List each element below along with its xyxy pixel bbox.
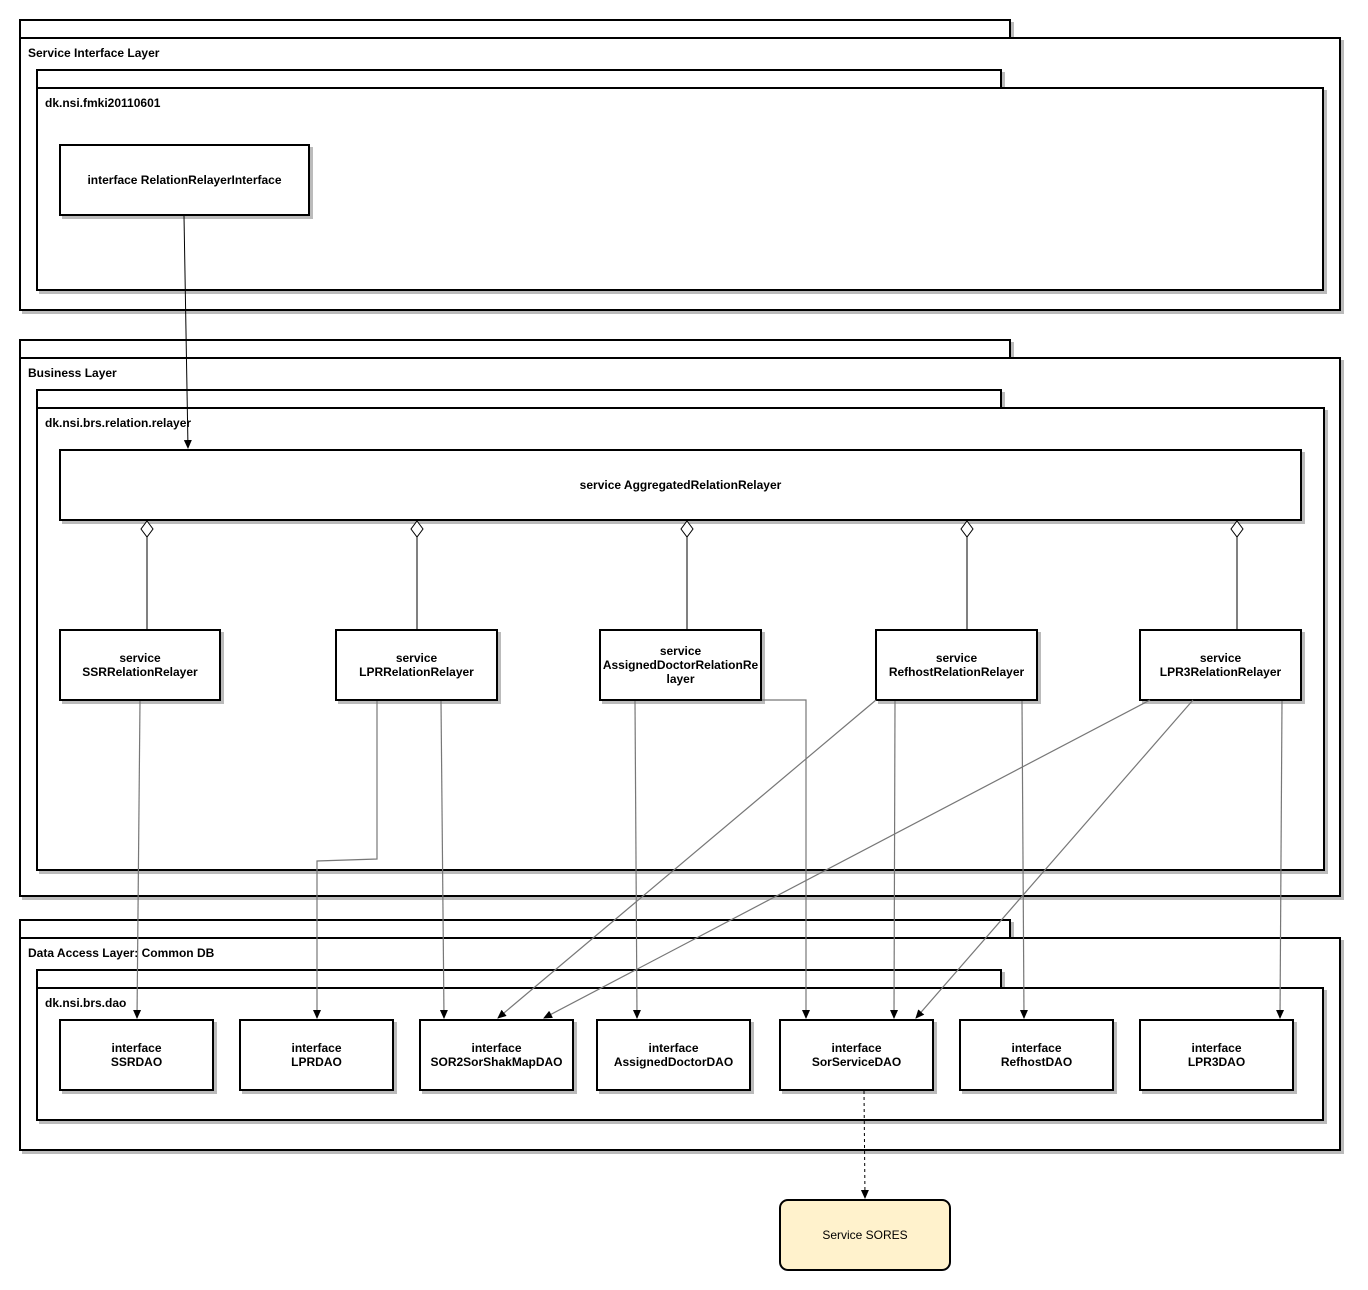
relation-relayer-interface-box[interactable]: interface RelationRelayerInterface	[59, 144, 310, 216]
assigned-doctor-relation-relayer-box[interactable]: service AssignedDoctorRelationRe layer	[599, 629, 762, 701]
class-name-continued: layer	[666, 672, 695, 686]
lpr3-relation-relayer-box[interactable]: service LPR3RelationRelayer	[1139, 629, 1302, 701]
data-access-layer-tab	[19, 919, 1011, 939]
class-stereotype: interface	[648, 1041, 699, 1055]
data-access-layer-label: Data Access Layer: Common DB	[28, 946, 215, 960]
class-name: SSRDAO	[110, 1055, 163, 1069]
refhost-dao-box[interactable]: interface RefhostDAO	[959, 1019, 1114, 1091]
class-stereotype: interface	[1191, 1041, 1242, 1055]
class-stereotype: service	[395, 651, 438, 665]
class-stereotype: service	[935, 651, 978, 665]
class-stereotype: service	[659, 644, 702, 658]
class-stereotype: interface	[471, 1041, 522, 1055]
class-stereotype: service	[1199, 651, 1242, 665]
class-name: SorServiceDAO	[811, 1055, 902, 1069]
fmki-package-tab	[36, 69, 1002, 89]
class-name: LPRDAO	[291, 1055, 342, 1069]
aggregated-relation-relayer-box[interactable]: service AggregatedRelationRelayer	[59, 449, 1302, 521]
class-name: LPRRelationRelayer	[359, 665, 474, 679]
class-stereotype: interface	[291, 1041, 342, 1055]
service-interface-layer-label: Service Interface Layer	[28, 46, 160, 60]
class-name: RefhostRelationRelayer	[888, 665, 1025, 679]
class-name: SOR2SorShakMapDAO	[430, 1055, 563, 1069]
class-name: RefhostDAO	[1000, 1055, 1073, 1069]
class-name: AssignedDoctorRelationRe	[602, 658, 759, 672]
relayer-package-tab	[36, 389, 1002, 409]
business-layer-label: Business Layer	[28, 366, 117, 380]
service-sores-label: Service SORES	[822, 1228, 908, 1242]
class-stereotype: interface	[831, 1041, 882, 1055]
sor-service-dao-box[interactable]: interface SorServiceDAO	[779, 1019, 934, 1091]
service-interface-layer-tab	[19, 19, 1011, 39]
business-layer-tab	[19, 339, 1011, 359]
lpr3-dao-box[interactable]: interface LPR3DAO	[1139, 1019, 1294, 1091]
service-sores-box[interactable]: Service SORES	[779, 1199, 951, 1271]
fmki-package-label: dk.nsi.fmki20110601	[45, 96, 161, 110]
class-name: SSRRelationRelayer	[82, 665, 198, 679]
aggregated-relation-relayer-label: service AggregatedRelationRelayer	[579, 478, 782, 492]
class-stereotype: interface	[111, 1041, 162, 1055]
class-name: AssignedDoctorDAO	[613, 1055, 734, 1069]
class-name: LPR3DAO	[1187, 1055, 1246, 1069]
refhost-relation-relayer-box[interactable]: service RefhostRelationRelayer	[875, 629, 1038, 701]
class-stereotype: service	[119, 651, 161, 665]
assigned-doctor-dao-box[interactable]: interface AssignedDoctorDAO	[596, 1019, 751, 1091]
relayer-package-label: dk.nsi.brs.relation.relayer	[45, 416, 192, 430]
dao-package-label: dk.nsi.brs.dao	[45, 996, 127, 1010]
class-stereotype: interface	[1011, 1041, 1062, 1055]
ssr-dao-box[interactable]: interface SSRDAO	[59, 1019, 214, 1091]
ssr-relation-relayer-box[interactable]: service SSRRelationRelayer	[59, 629, 221, 701]
class-name: LPR3RelationRelayer	[1159, 665, 1282, 679]
dao-package-tab	[36, 969, 1002, 989]
lpr-relation-relayer-box[interactable]: service LPRRelationRelayer	[335, 629, 498, 701]
relation-relayer-interface-label: interface RelationRelayerInterface	[87, 173, 282, 187]
lpr-dao-box[interactable]: interface LPRDAO	[239, 1019, 394, 1091]
sor2sorshak-map-dao-box[interactable]: interface SOR2SorShakMapDAO	[419, 1019, 574, 1091]
